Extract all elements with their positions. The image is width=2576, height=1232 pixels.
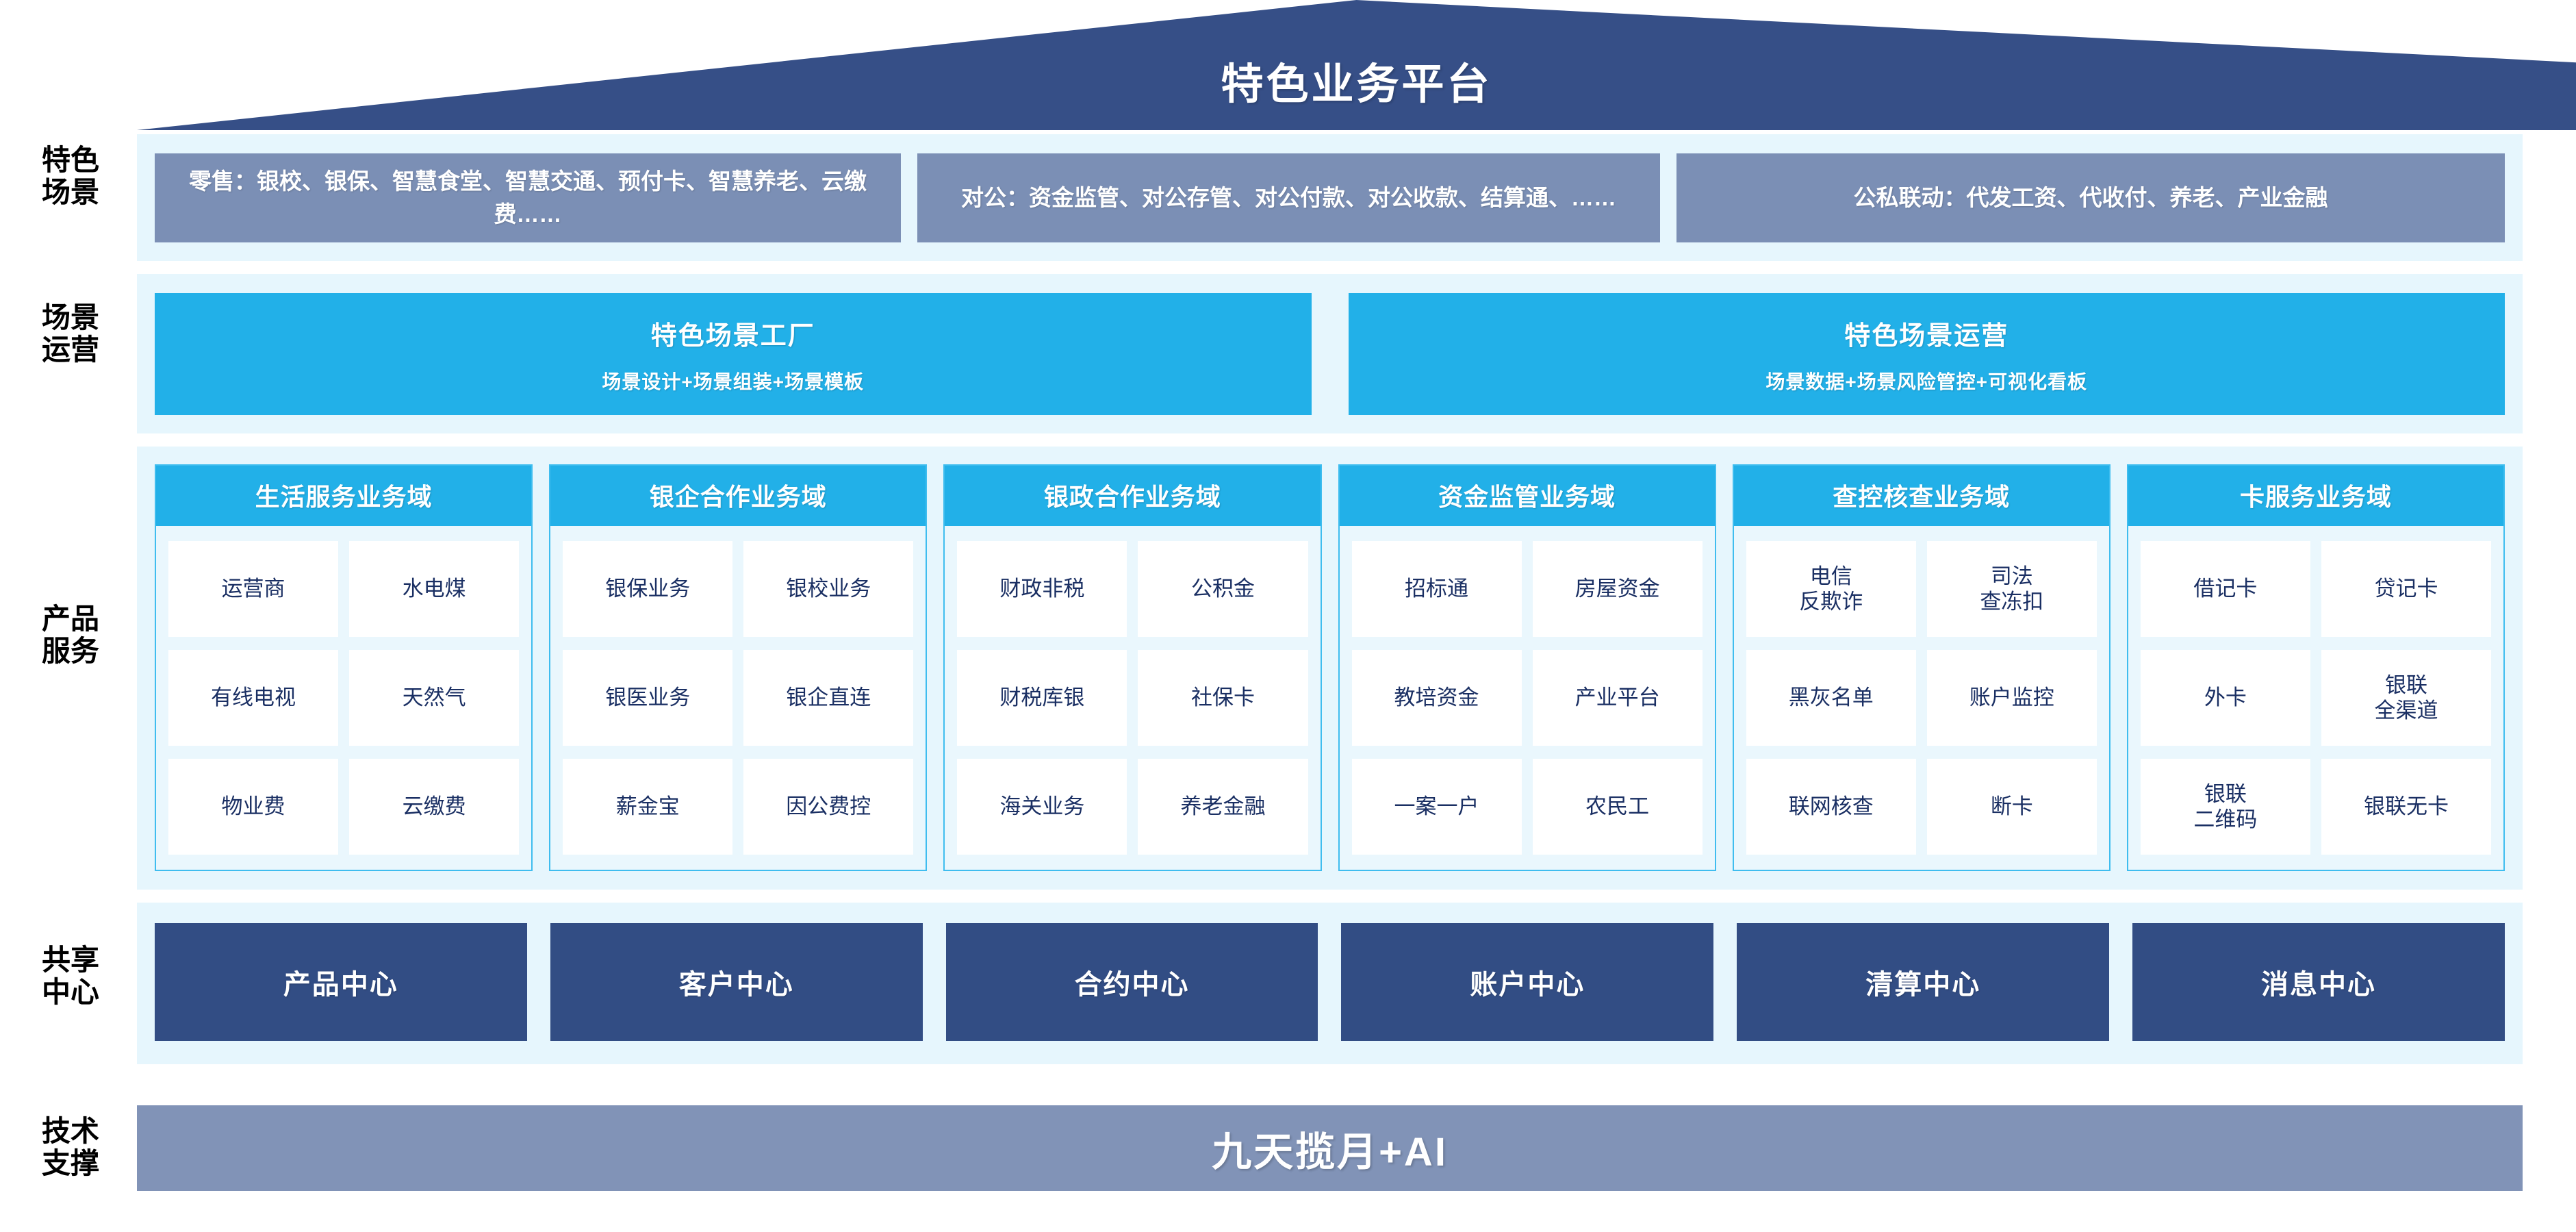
shared-band [137,903,2523,1064]
bank-government-domain-title: 银政合作业务域 [945,466,1321,526]
fund-supervision-domain-grid: 招标通 房屋资金 教培资金 产业平台 一案一户 农民工 [1340,526,1715,870]
chip-item[interactable]: 养老金融 [1138,759,1308,855]
chip-item[interactable]: 黑灰名单 [1746,650,1916,746]
card-service-domain-grid: 借记卡 贷记卡 外卡 银联 全渠道 银联 二维码 银联无卡 [2128,526,2503,870]
chip-item[interactable]: 财税库银 [957,650,1127,746]
scene-operation-box[interactable]: 特色场景运营 场景数据+场景风险管控+可视化看板 [1348,293,2505,415]
chip-item[interactable]: 水电煤 [349,541,520,637]
scene-factory-title: 特色场景工厂 [650,321,815,351]
product-domains-row: 生活服务业务域 运营商 水电煤 有线电视 天然气 物业费 云缴费 银企合作业务域… [137,464,2523,871]
fund-supervision-domain[interactable]: 资金监管业务域 招标通 房屋资金 教培资金 产业平台 一案一户 农民工 [1338,464,1716,871]
row-label-shared: 共享 中心 [41,944,99,1009]
row-label-scenes: 特色 场景 [41,144,99,209]
scene-operation-title: 特色场景运营 [1844,321,2009,351]
row-label-products: 产品 服务 [41,603,99,668]
investigation-control-domain-title: 查控核查业务域 [1733,466,2109,526]
chip-item[interactable]: 银医业务 [563,650,733,746]
bank-enterprise-domain-grid: 银保业务 银校业务 银医业务 银企直连 薪金宝 因公费控 [550,526,926,870]
corporate-scene-box[interactable]: 对公：资金监管、对公存管、对公付款、对公收款、结算通、…… [917,153,1660,242]
row-label-operations: 场景 运营 [41,301,99,366]
chip-item[interactable]: 有线电视 [168,650,339,746]
chip-item[interactable]: 银企直连 [743,650,914,746]
chip-item[interactable]: 银联无卡 [2321,759,2492,855]
chip-item[interactable]: 天然气 [349,650,520,746]
chip-item[interactable]: 云缴费 [349,759,520,855]
contract-center[interactable]: 合约中心 [945,923,1318,1041]
products-band [137,447,2523,890]
tech-support-bar[interactable]: 九天揽月+AI [137,1105,2523,1191]
chip-item[interactable]: 农民工 [1532,759,1703,855]
investigation-control-domain-grid: 电信 反欺诈 司法 查冻扣 黑灰名单 账户监控 联网核查 断卡 [1734,526,2109,870]
bank-government-domain[interactable]: 银政合作业务域 财政非税 公积金 财税库银 社保卡 海关业务 养老金融 [943,464,1322,871]
life-service-domain-grid: 运营商 水电煤 有线电视 天然气 物业费 云缴费 [156,526,531,870]
scenes-row: 零售：银校、银保、智慧食堂、智慧交通、预付卡、智慧养老、云缴费…… 对公：资金监… [137,153,2523,242]
row-label-tech: 技术 支撑 [41,1115,99,1180]
chip-item[interactable]: 物业费 [168,759,339,855]
chip-item[interactable]: 教培资金 [1351,650,1522,746]
chip-item[interactable]: 一案一户 [1351,759,1522,855]
chip-item[interactable]: 房屋资金 [1532,541,1703,637]
scene-factory-box[interactable]: 特色场景工厂 场景设计+场景组装+场景模板 [155,293,1312,415]
chip-item[interactable]: 外卡 [2140,650,2310,746]
chip-item[interactable]: 财政非税 [957,541,1127,637]
chip-item[interactable]: 联网核查 [1746,759,1916,855]
chip-item[interactable]: 电信 反欺诈 [1746,541,1916,637]
chip-item[interactable]: 借记卡 [2140,541,2310,637]
card-service-domain-title: 卡服务业务域 [2128,466,2504,526]
life-service-domain-title: 生活服务业务域 [156,466,532,526]
scene-factory-subtitle: 场景设计+场景组装+场景模板 [602,370,865,392]
customer-center[interactable]: 客户中心 [550,923,923,1041]
chip-item[interactable]: 贷记卡 [2321,541,2492,637]
settlement-center[interactable]: 清算中心 [1737,923,2110,1041]
life-service-domain[interactable]: 生活服务业务域 运营商 水电煤 有线电视 天然气 物业费 云缴费 [155,464,533,871]
fund-supervision-domain-title: 资金监管业务域 [1339,466,1715,526]
shared-centers-row: 产品中心 客户中心 合约中心 账户中心 清算中心 消息中心 [137,923,2523,1041]
chip-item[interactable]: 银联 全渠道 [2321,650,2492,746]
chip-item[interactable]: 银联 二维码 [2140,759,2310,855]
platform-header-banner: 特色业务平台 [137,0,2576,130]
product-center[interactable]: 产品中心 [155,923,527,1041]
chip-item[interactable]: 运营商 [168,541,339,637]
chip-item[interactable]: 司法 查冻扣 [1926,541,2097,637]
chip-item[interactable]: 薪金宝 [563,759,733,855]
bank-enterprise-domain[interactable]: 银企合作业务域 银保业务 银校业务 银医业务 银企直连 薪金宝 因公费控 [549,464,928,871]
bank-government-domain-grid: 财政非税 公积金 财税库银 社保卡 海关业务 养老金融 [945,526,1320,870]
page-title: 特色业务平台 [1221,61,1492,108]
operations-row: 特色场景工厂 场景设计+场景组装+场景模板 特色场景运营 场景数据+场景风险管控… [137,293,2523,415]
chip-item[interactable]: 社保卡 [1138,650,1308,746]
investigation-control-domain[interactable]: 查控核查业务域 电信 反欺诈 司法 查冻扣 黑灰名单 账户监控 联网核查 断卡 [1732,464,2110,871]
chip-item[interactable]: 断卡 [1926,759,2097,855]
account-center[interactable]: 账户中心 [1341,923,1714,1041]
chip-item[interactable]: 招标通 [1351,541,1522,637]
chip-item[interactable]: 银校业务 [743,541,914,637]
public-private-scene-box[interactable]: 公私联动：代发工资、代收付、养老、产业金融 [1676,153,2505,242]
chip-item[interactable]: 产业平台 [1532,650,1703,746]
scene-operation-subtitle: 场景数据+场景风险管控+可视化看板 [1765,370,2088,392]
chip-item[interactable]: 账户监控 [1926,650,2097,746]
chip-item[interactable]: 因公费控 [743,759,914,855]
chip-item[interactable]: 银保业务 [563,541,733,637]
chip-item[interactable]: 公积金 [1138,541,1308,637]
message-center[interactable]: 消息中心 [2132,923,2505,1041]
bank-enterprise-domain-title: 银企合作业务域 [550,466,926,526]
retail-scene-box[interactable]: 零售：银校、银保、智慧食堂、智慧交通、预付卡、智慧养老、云缴费…… [155,153,901,242]
chip-item[interactable]: 海关业务 [957,759,1127,855]
card-service-domain[interactable]: 卡服务业务域 借记卡 贷记卡 外卡 银联 全渠道 银联 二维码 银联无卡 [2126,464,2505,871]
